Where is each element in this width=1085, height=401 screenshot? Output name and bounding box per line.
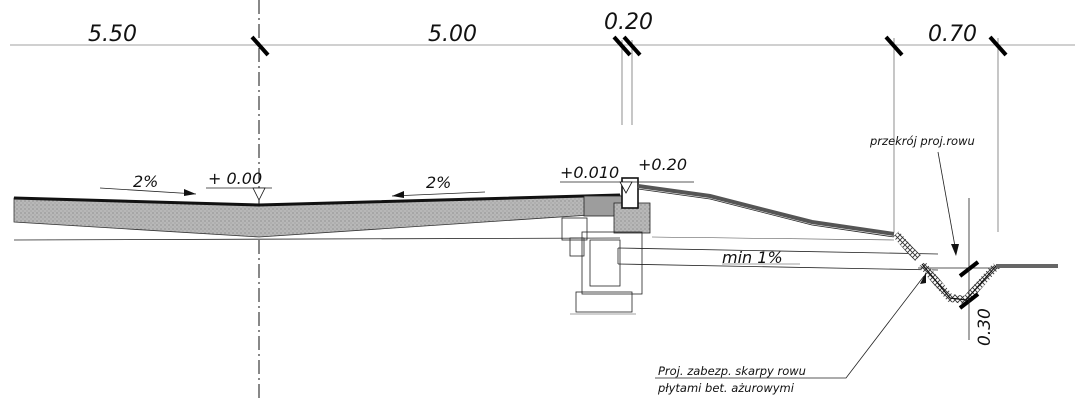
protection-label-1: Proj. zabezp. skarpy rowu bbox=[658, 364, 806, 378]
slope-arrowhead-right bbox=[392, 191, 404, 198]
dimension-5-50: 5.50 bbox=[88, 22, 137, 47]
drain-slope-label: min 1% bbox=[722, 248, 783, 267]
drain-pipe-top bbox=[617, 247, 939, 255]
ditch-profile bbox=[921, 263, 997, 301]
subgrade-line bbox=[13, 237, 621, 241]
slope-arrow-left bbox=[99, 187, 197, 195]
embankment-slope bbox=[637, 184, 895, 236]
level-edge: +0.010 bbox=[560, 163, 619, 182]
dimension-0-70: 0.70 bbox=[928, 22, 977, 47]
dimension-0-20: 0.20 bbox=[604, 10, 653, 35]
drain-box-lower bbox=[569, 237, 585, 257]
level-triangle-axis bbox=[252, 187, 266, 201]
ditch-section-arrowhead bbox=[951, 244, 959, 256]
dimension-tick bbox=[622, 35, 642, 57]
slope-label-left: 2% bbox=[133, 172, 158, 191]
drain-inner bbox=[589, 239, 621, 287]
ditch-section-label: przekrój proj.rowu bbox=[869, 134, 975, 148]
level-triangle-edge bbox=[619, 181, 633, 194]
embankment-base-line bbox=[651, 236, 895, 241]
drain-pipe-bottom bbox=[617, 263, 939, 271]
dimension-tick bbox=[612, 35, 632, 57]
embankment-slope-edge bbox=[637, 188, 895, 238]
slope-arrowhead-left bbox=[184, 189, 196, 196]
dimension-tick bbox=[884, 35, 904, 57]
depth-0-30: 0.30 bbox=[975, 308, 995, 346]
dimension-tick bbox=[250, 35, 270, 57]
protection-label-2: płytami bet. ażurowymi bbox=[657, 381, 795, 395]
pavement-surface bbox=[13, 193, 621, 207]
level-curb: +0.20 bbox=[638, 155, 687, 174]
curb-bedding bbox=[613, 202, 651, 234]
drain-footing bbox=[575, 291, 633, 313]
ditch-section-leader bbox=[937, 151, 957, 253]
ditch-slabs bbox=[918, 261, 999, 305]
protection-arrowhead bbox=[920, 272, 926, 284]
slope-label-right: 2% bbox=[426, 173, 451, 192]
level-axis: + 0.00 bbox=[208, 169, 262, 188]
ditch-upper-slab bbox=[892, 231, 921, 261]
drain-box bbox=[561, 217, 588, 241]
slope-arrow-right bbox=[391, 191, 486, 197]
protection-leader bbox=[655, 275, 925, 379]
drain-structure bbox=[581, 231, 643, 295]
dimension-tick bbox=[988, 35, 1008, 57]
dimension-5-00: 5.00 bbox=[428, 22, 477, 47]
